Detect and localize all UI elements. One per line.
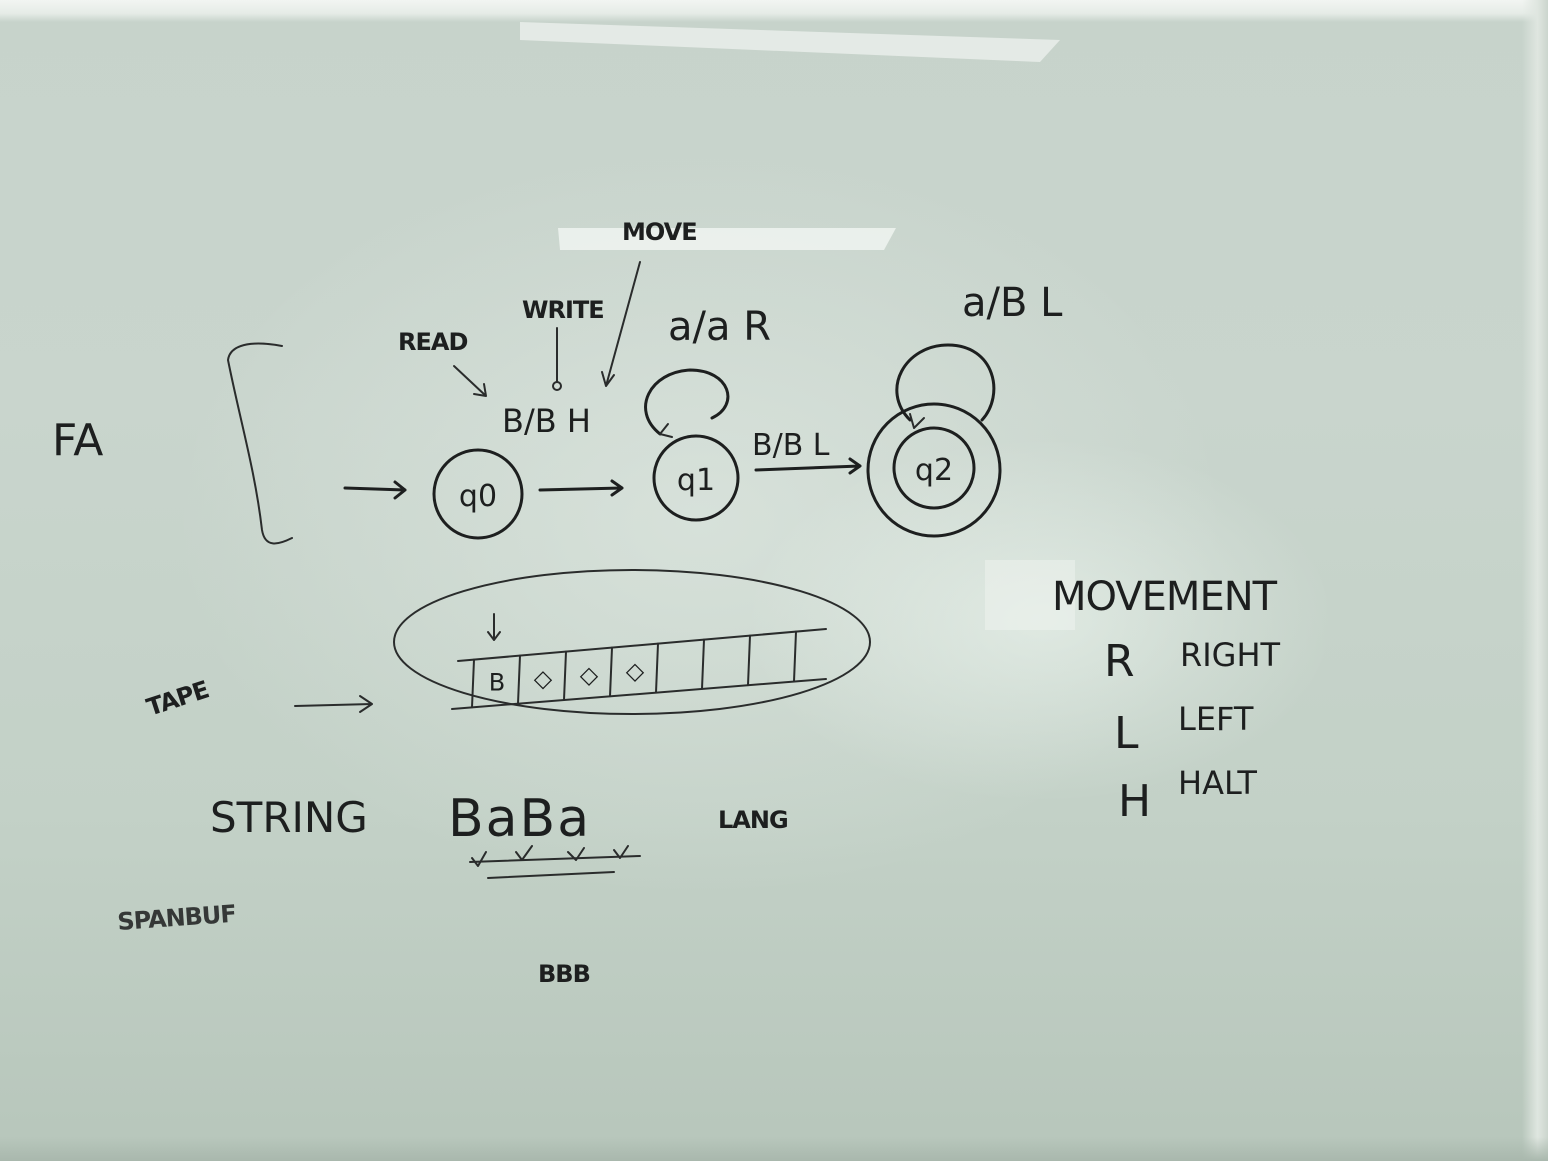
- tape-cell: ◇: [580, 661, 599, 689]
- tape-arrow: [294, 695, 373, 713]
- input-string-checkmarks: [471, 845, 629, 867]
- board-frame-top: [0, 0, 1548, 22]
- move-label: MOVE: [622, 218, 697, 246]
- movement-r-desc: RIGHT: [1180, 636, 1281, 674]
- transition-q2-loop-head: [909, 413, 925, 429]
- board-frame-bottom: [0, 1137, 1548, 1161]
- input-string: BaBa: [448, 789, 591, 849]
- transition-q2-loop-label: a/B L: [962, 280, 1063, 326]
- tape-cell: B: [489, 668, 505, 696]
- tape-cell-divider: [517, 654, 521, 705]
- tape-ellipse: [393, 569, 871, 715]
- transition-q0-q1-label: B/B H: [502, 402, 591, 440]
- tape-bottom-line: [451, 678, 827, 710]
- tape-cell: ◇: [626, 657, 645, 685]
- light-reflections: [520, 22, 1075, 630]
- movement-r-key: R: [1104, 636, 1135, 687]
- tape-cell: ◇: [534, 665, 553, 693]
- movement-l-key: L: [1114, 708, 1139, 759]
- tape-cell-divider: [471, 658, 475, 709]
- state-q2: q2: [866, 402, 1002, 538]
- board-frame-right: [1522, 0, 1548, 1161]
- state-q1: q1: [652, 434, 740, 522]
- state-q0-label: q0: [459, 479, 497, 514]
- move-arrow: [601, 261, 641, 387]
- state-q1-label: q1: [677, 463, 715, 498]
- movement-title: MOVEMENT: [1052, 574, 1278, 620]
- state-q1-circle: [652, 434, 740, 522]
- state-q2-inner-circle: [892, 426, 976, 510]
- state-q0: q0: [432, 448, 524, 540]
- transition-q1-loop-head: [659, 423, 673, 438]
- state-q0-circle: [432, 448, 524, 540]
- fa-label: FA: [52, 415, 103, 466]
- tape-cells: B ◇ ◇ ◇: [471, 630, 797, 709]
- input-string-underline-1: [469, 855, 641, 863]
- tape-cell-divider: [701, 638, 705, 690]
- smudged-word: SPANBUF: [116, 900, 236, 936]
- transition-q1-q2-arrow: [754, 457, 862, 475]
- movement-h-key: H: [1118, 776, 1151, 827]
- write-arrow-tip: [552, 381, 562, 391]
- state-q2-outer-circle: [866, 402, 1002, 538]
- input-string-underline-2: [487, 871, 615, 879]
- transition-q2-loop: [895, 343, 996, 422]
- tape-cell-divider: [655, 642, 659, 694]
- transition-q1-q2-label: B/B L: [752, 428, 830, 463]
- tape-cell-divider: [747, 634, 751, 687]
- read-arrow: [453, 365, 487, 397]
- transition-q1-loop-label: a/a R: [668, 304, 771, 350]
- tape-head-arrow: [487, 613, 501, 641]
- movement-l-desc: LEFT: [1178, 700, 1254, 738]
- fa-bracket: [227, 342, 293, 545]
- transition-q1-loop: [644, 368, 730, 436]
- lang-label: LANG: [718, 806, 788, 834]
- state-q2-label: q2: [915, 453, 953, 488]
- string-label: STRING: [210, 793, 368, 842]
- transition-q0-q1-arrow: [538, 479, 624, 497]
- tape-cell-divider: [563, 650, 567, 701]
- tape-label: TAPE: [143, 676, 212, 722]
- tape: B ◇ ◇ ◇: [451, 628, 827, 710]
- read-label: READ: [398, 328, 467, 356]
- tape-cell-divider: [793, 630, 797, 683]
- movement-h-desc: HALT: [1178, 764, 1257, 802]
- start-arrow: [343, 480, 407, 500]
- tape-cell-divider: [609, 646, 613, 698]
- write-label: WRITE: [522, 296, 604, 324]
- movement-legend: MOVEMENT R RIGHT L LEFT H HALT: [1052, 574, 1281, 827]
- bbb-label: BBB: [538, 960, 590, 988]
